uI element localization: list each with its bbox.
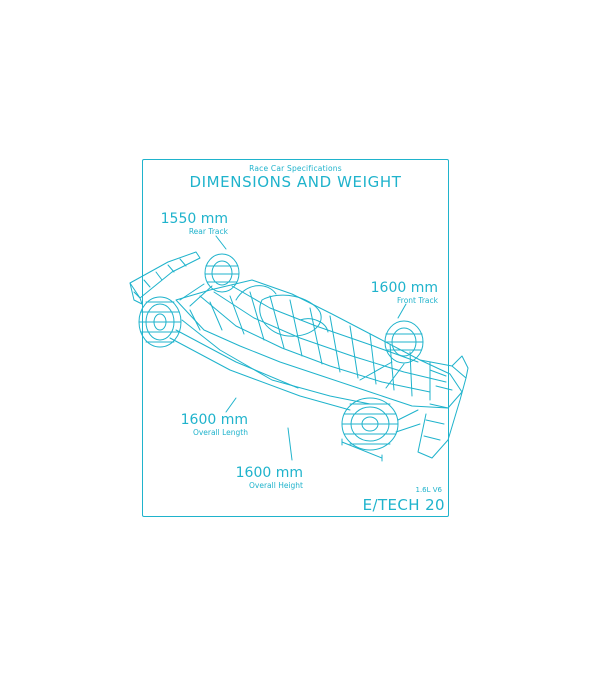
front-track-value: 1600 mm bbox=[370, 280, 438, 296]
front-wing bbox=[417, 355, 469, 459]
spec-overall-height: 1600 mm Overall Height bbox=[215, 465, 303, 491]
overall-height-label: Overall Height bbox=[249, 481, 303, 490]
track-dimension-line bbox=[341, 441, 383, 459]
suspension bbox=[179, 283, 405, 389]
rear-right-wheel bbox=[204, 253, 240, 293]
rear-track-value: 1550 mm bbox=[160, 211, 228, 227]
rear-wing bbox=[129, 251, 201, 305]
overall-length-leader bbox=[225, 397, 237, 413]
rear-track-leader bbox=[215, 235, 227, 250]
overall-height-leader bbox=[287, 427, 293, 461]
spec-overall-length: 1600 mm Overall Length bbox=[148, 412, 248, 438]
spec-front-track: 1600 mm Front Track bbox=[358, 280, 438, 306]
engine-spec: 1.6L V6 bbox=[415, 486, 443, 494]
card-subtitle: Race Car Specifications bbox=[249, 164, 342, 173]
spec-card-frame bbox=[142, 159, 449, 517]
overall-height-value: 1600 mm bbox=[235, 465, 303, 481]
overall-length-label: Overall Length bbox=[192, 428, 248, 437]
brand-logo: E/TECH 20 bbox=[362, 496, 445, 514]
car-body bbox=[169, 279, 463, 411]
front-right-wheel bbox=[384, 320, 424, 364]
rear-track-label: Rear Track bbox=[188, 227, 228, 236]
front-track-label: Front Track bbox=[397, 296, 438, 305]
overall-length-value: 1600 mm bbox=[180, 412, 248, 428]
front-left-wheel bbox=[341, 397, 421, 451]
rear-left-wheel bbox=[138, 296, 182, 348]
spec-rear-track: 1550 mm Rear Track bbox=[150, 211, 228, 237]
front-track-leader bbox=[397, 303, 407, 319]
card-title: DIMENSIONS AND WEIGHT bbox=[189, 173, 402, 191]
